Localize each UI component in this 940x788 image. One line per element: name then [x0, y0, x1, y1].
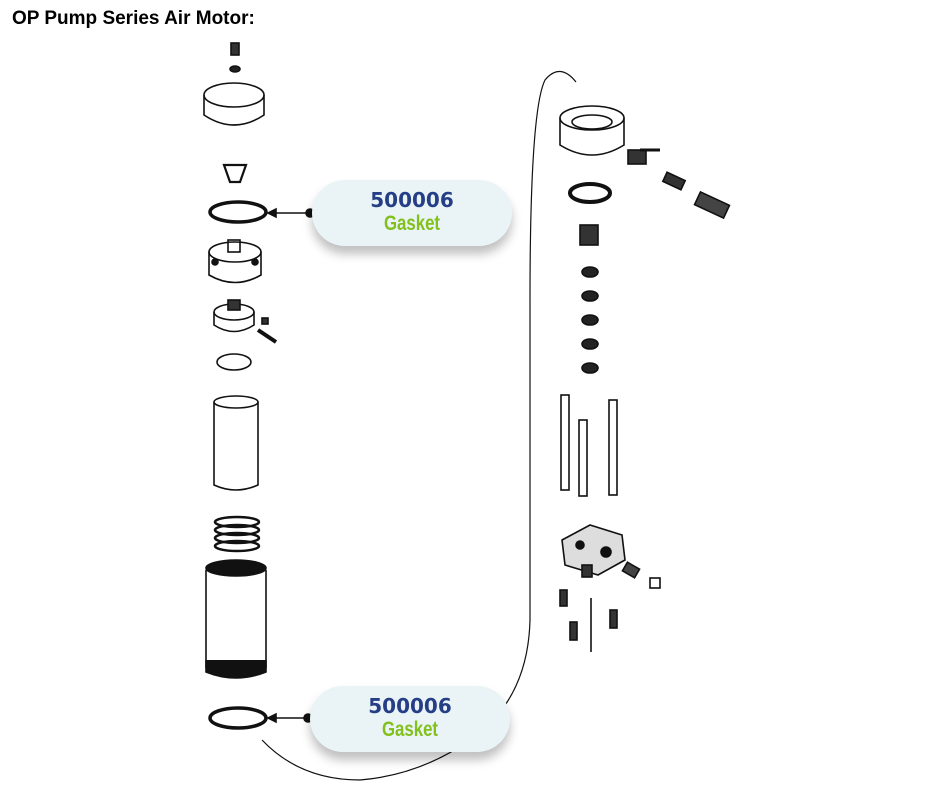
o-ring [216, 353, 252, 371]
base-manifold [561, 524, 661, 589]
callout-gasket-top: 500006 Gasket [312, 180, 512, 246]
top-screw [230, 42, 240, 56]
valve-gasket [568, 182, 612, 204]
spring [213, 515, 261, 553]
ball-valve [627, 148, 660, 165]
air-valve-housing [559, 105, 625, 156]
gasket-bottom [208, 706, 268, 730]
part-description: Gasket [381, 718, 439, 741]
small-seals [581, 266, 599, 374]
small-washer [229, 65, 241, 73]
gasket-top [208, 200, 268, 224]
page-title: OP Pump Series Air Motor: [12, 8, 255, 29]
assembly-line [261, 70, 577, 781]
part-number: 500006 [368, 694, 452, 718]
callout-gasket-bottom: 500006 Gasket [310, 686, 510, 752]
bottom-screws [559, 589, 618, 652]
fitting-nipple [661, 171, 687, 191]
callout-arrow-top [266, 207, 315, 219]
valve-assembly [213, 299, 278, 344]
part-number: 500006 [370, 188, 454, 212]
cylinder [205, 559, 267, 679]
tie-rods [560, 394, 618, 497]
callout-arrow-bottom [266, 712, 313, 724]
inner-sleeve [213, 395, 259, 491]
nut [579, 224, 599, 246]
piston [208, 239, 262, 284]
quick-coupler [693, 190, 731, 220]
check-valve [222, 163, 248, 184]
part-description: Gasket [383, 212, 441, 235]
motor-cap [203, 82, 265, 126]
